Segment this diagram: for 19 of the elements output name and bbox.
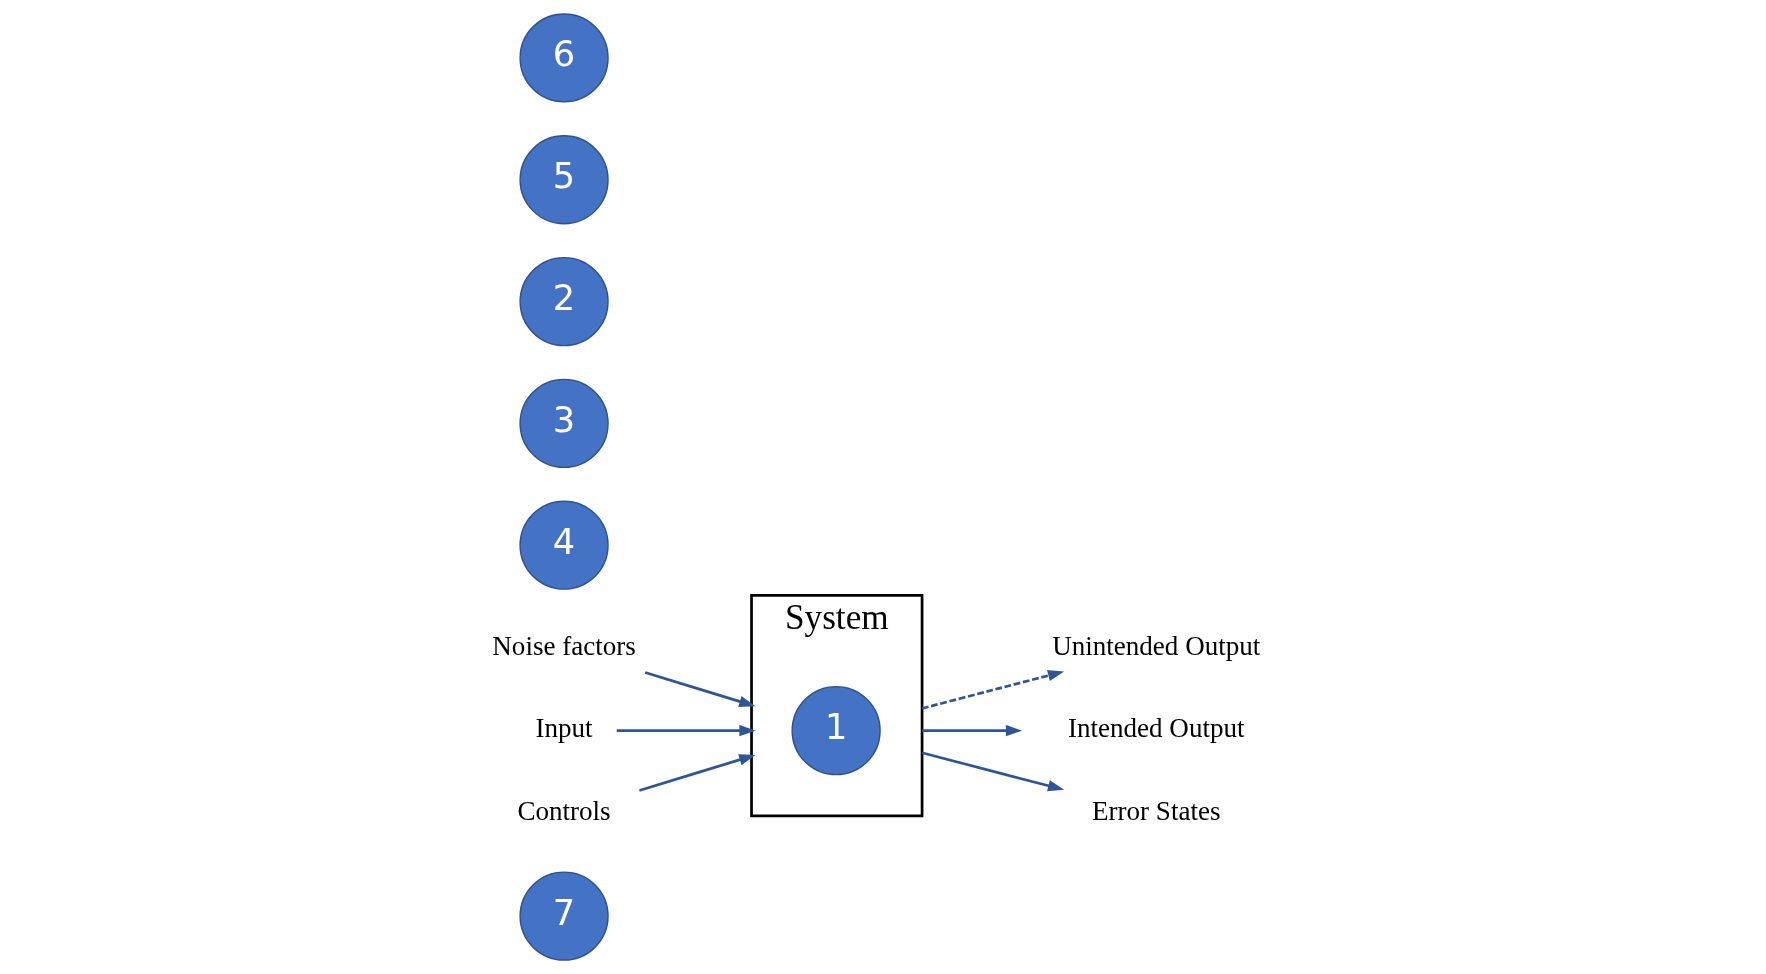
- arrow: [921, 670, 1064, 710]
- node-circle: 5: [518, 135, 609, 225]
- arrow: [616, 724, 756, 737]
- node-circle: 1: [790, 685, 881, 776]
- node-text: Input: [535, 713, 593, 744]
- arrow: [644, 671, 755, 707]
- node-text: Controls: [516, 795, 611, 826]
- node-circle: 3: [518, 378, 609, 469]
- node-text: Unintended Output: [1051, 630, 1260, 661]
- node-text: Noise factors: [491, 630, 636, 661]
- arrow: [638, 754, 755, 792]
- node-text: Error States: [1091, 795, 1220, 826]
- node-circle: 4: [518, 500, 609, 590]
- node-circle: 6: [518, 13, 609, 103]
- node-circle: 2: [518, 256, 609, 347]
- arrow: [921, 751, 1064, 792]
- arrow: [921, 724, 1022, 737]
- node-circle: 7: [518, 871, 609, 961]
- node-text: Intended Output: [1067, 713, 1244, 744]
